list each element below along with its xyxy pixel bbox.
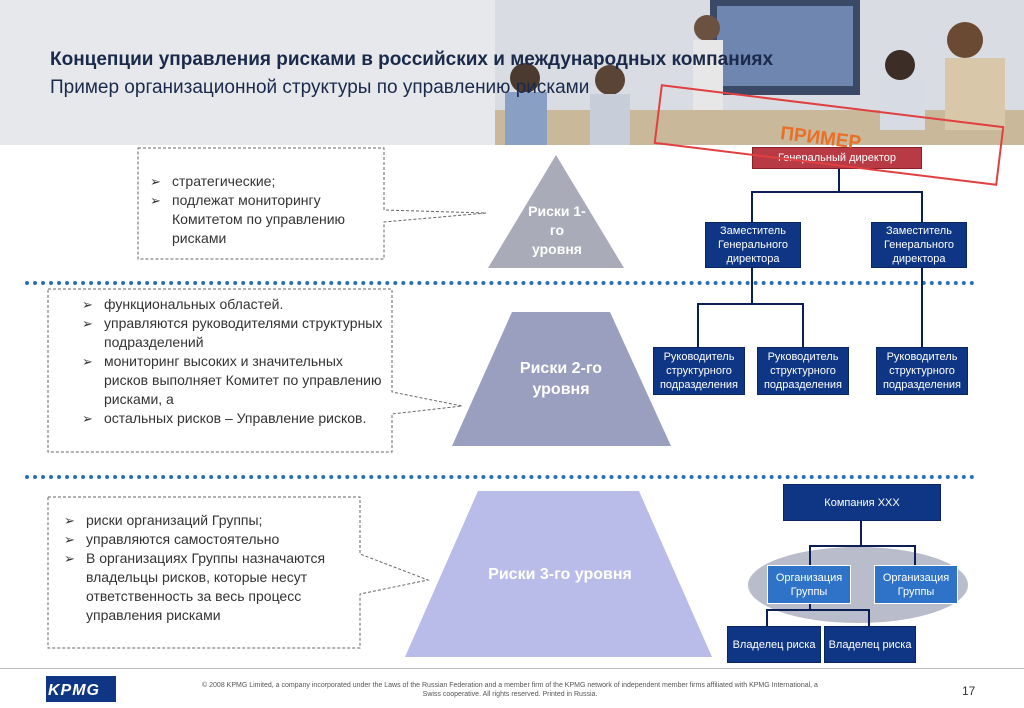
page-title: Концепции управления рисками в российски…	[50, 49, 774, 70]
callout-level1: ➢стратегические; ➢подлежат мониторингу К…	[150, 172, 378, 248]
pyramid-level1-label: Риски 1-го уровня	[528, 203, 586, 257]
connector	[766, 609, 870, 611]
connector	[697, 303, 804, 305]
company-box: Компания ХХХ	[783, 484, 941, 521]
separator-1	[25, 281, 975, 285]
meeting-photo	[495, 0, 1024, 145]
list-item: ➢управляются руководителями структурных …	[82, 315, 383, 350]
copyright-notice: © 2008 KPMG Limited, a company incorpora…	[202, 682, 818, 698]
risk-owner-box-1: Владелец риска	[727, 626, 821, 663]
deputy-box-2: Заместитель Генерального директора	[871, 222, 967, 268]
list-item: ➢В организациях Группы назначаются владе…	[64, 550, 326, 623]
connector	[860, 520, 862, 546]
pyramid-level1	[488, 155, 624, 268]
connector	[838, 169, 840, 192]
pyramid-level3-label: Риски 3-го уровня	[488, 566, 632, 583]
page-number: 17	[962, 684, 976, 698]
list-item: ➢стратегические;	[150, 173, 276, 189]
separator-2	[25, 475, 975, 479]
connector	[809, 545, 811, 565]
connector	[766, 609, 768, 626]
ceo-box: Генеральный директор	[752, 147, 922, 169]
risk-owner-box-2: Владелец риска	[824, 626, 916, 663]
callout-level3: ➢риски организаций Группы; ➢управляются …	[64, 511, 364, 625]
kpmg-logo	[46, 676, 116, 702]
head-box-1: Руководитель структурного подразделения	[653, 347, 745, 395]
pyramid-level3	[405, 491, 712, 657]
connector	[921, 268, 923, 347]
connector	[809, 604, 811, 610]
pyramid-level2-label: Риски 2-го уровня	[519, 360, 603, 398]
pyramid-level2	[452, 312, 671, 446]
list-item: ➢подлежат мониторингу Комитетом по управ…	[150, 192, 346, 246]
list-item: ➢функциональных областей.	[82, 296, 284, 312]
head-box-3: Руководитель структурного подразделения	[876, 347, 968, 395]
deputy-box-1: Заместитель Генерального директора	[705, 222, 801, 268]
connector	[802, 303, 804, 347]
connector	[751, 191, 923, 193]
kpmg-logo-text: KPMG	[48, 682, 100, 699]
connector	[697, 303, 699, 347]
connector	[751, 191, 753, 222]
page-subtitle: Пример организационной структуры по упра…	[50, 77, 590, 98]
list-item: ➢мониторинг высоких и значительных риско…	[82, 353, 382, 407]
group-org-box-2: Организация Группы	[874, 565, 958, 604]
connector	[868, 609, 870, 626]
head-box-2: Руководитель структурного подразделения	[757, 347, 849, 395]
list-item: ➢риски организаций Группы;	[64, 512, 263, 528]
connector	[914, 545, 916, 565]
connector	[809, 545, 916, 547]
footer-divider	[0, 668, 1024, 669]
callout-level2: ➢функциональных областей. ➢управляются р…	[82, 295, 387, 428]
group-org-box-1: Организация Группы	[767, 565, 851, 604]
list-item: ➢остальных рисков – Управление рисков.	[82, 410, 367, 426]
connector	[751, 268, 753, 304]
list-item: ➢управляются самостоятельно	[64, 531, 280, 547]
connector	[921, 191, 923, 222]
